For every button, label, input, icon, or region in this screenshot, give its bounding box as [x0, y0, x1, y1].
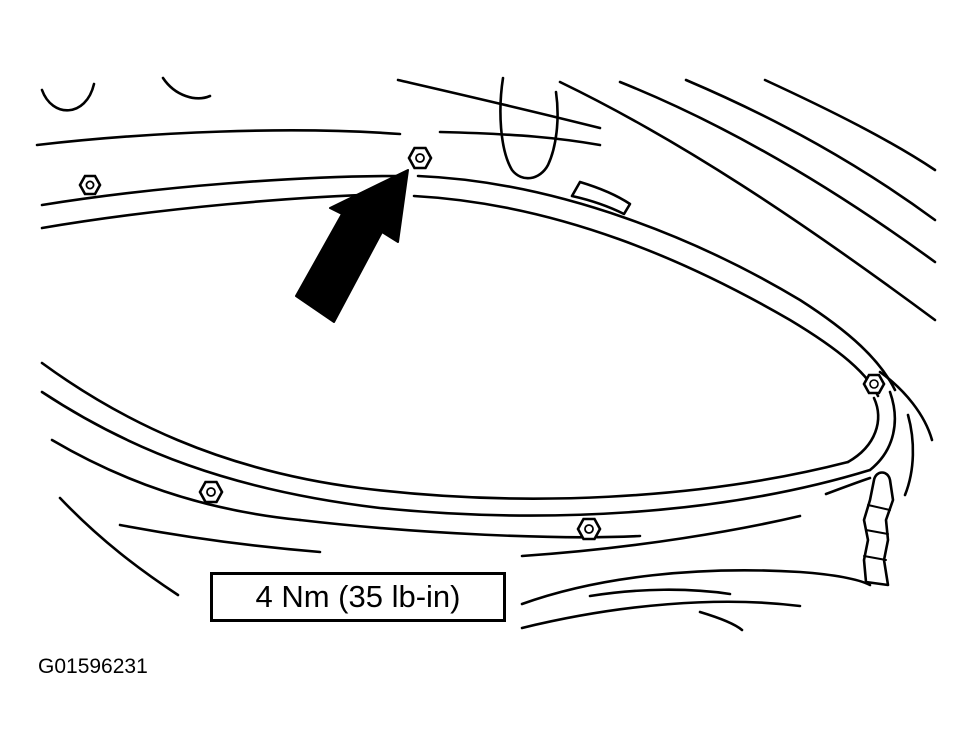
nut-icon	[576, 517, 602, 541]
seal-strip-upper-outer	[40, 174, 400, 207]
strap-wrap-1	[867, 504, 891, 511]
door-edge-right-lower	[903, 413, 915, 497]
body-line-4	[763, 78, 937, 172]
arrow-icon	[295, 169, 409, 323]
panel-edge-top-right	[438, 130, 602, 147]
nut-icon	[78, 174, 102, 196]
harness-line-3	[588, 588, 732, 598]
pillar-trim	[499, 76, 559, 180]
panel-line-lower-1	[50, 438, 302, 522]
panel-edge-top	[35, 129, 402, 147]
torque-spec-label: 4 Nm (35 lb-in)	[255, 579, 461, 614]
panel-line-diagonal	[58, 496, 180, 597]
seal-strip-lower-outer	[40, 361, 850, 500]
trim-curve-left	[40, 82, 96, 112]
seal-strip-right-bend-outer	[868, 390, 897, 472]
panel-line-lower-5	[824, 476, 872, 496]
retaining-clip	[570, 180, 632, 216]
strap	[862, 471, 895, 587]
nut-icon	[198, 480, 224, 504]
panel-line-lower-2	[298, 518, 642, 539]
strap-wrap-3	[863, 555, 887, 561]
body-line-1	[558, 80, 937, 322]
harness-line-2	[520, 600, 802, 630]
seal-strip-upper-outer-right	[416, 174, 897, 392]
pillar-edge	[396, 78, 602, 130]
panel-line-lower-4	[520, 514, 802, 558]
body-line-2	[618, 80, 937, 264]
strap-wrap-2	[865, 529, 889, 535]
trim-curve-center	[161, 76, 212, 100]
torque-spec-box: 4 Nm (35 lb-in)	[210, 572, 506, 622]
panel-line-lower-3	[118, 523, 322, 554]
seal-strip-lower-inner	[40, 390, 872, 517]
seal-strip-right-bend-inner	[846, 396, 880, 464]
door-edge-right	[878, 370, 934, 442]
nut-icon	[862, 373, 886, 395]
harness-line-4	[698, 610, 744, 632]
seal-strip-upper-inner-right	[412, 194, 880, 398]
body-line-3	[684, 78, 937, 222]
nut-icon	[407, 146, 433, 170]
figure-id: G01596231	[38, 655, 148, 678]
harness-line-1	[520, 569, 872, 606]
